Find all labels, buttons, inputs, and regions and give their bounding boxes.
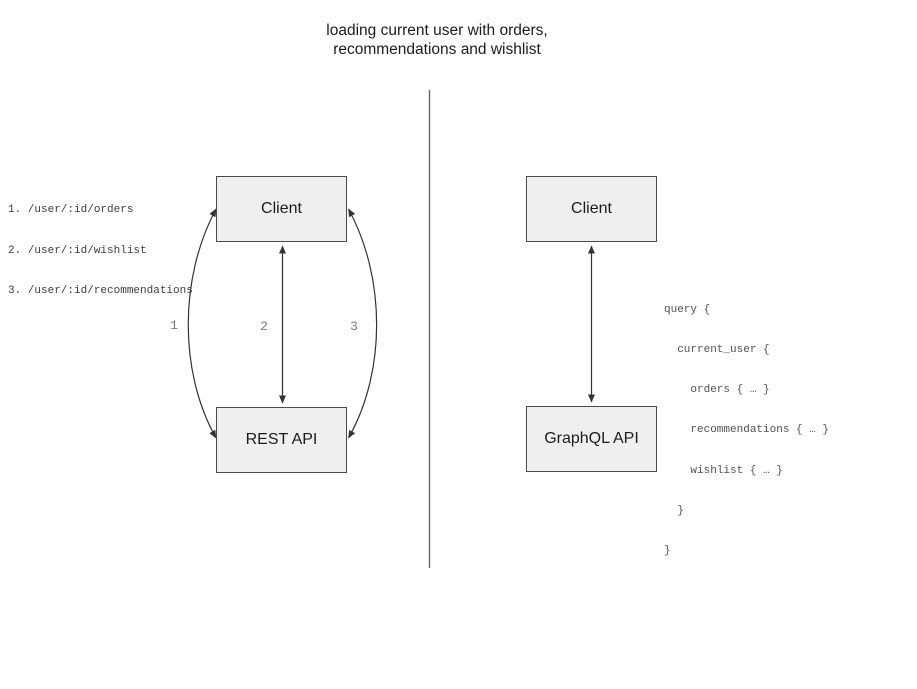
rest-arrow-3-number: 3 xyxy=(350,319,358,334)
graphql-api-label: GraphQL API xyxy=(544,430,639,447)
rest-endpoints-list: 1. /user/:id/orders 2. /user/:id/wishlis… xyxy=(8,177,193,326)
rest-client-label: Client xyxy=(261,200,302,217)
query-line: wishlist { … } xyxy=(664,464,783,477)
graphql-client-label: Client xyxy=(571,200,612,217)
rest-arrow-1-number: 1 xyxy=(170,318,178,333)
query-line: recommendations { … } xyxy=(664,424,830,437)
endpoint-item: 1. /user/:id/orders xyxy=(8,204,134,216)
graphql-query-code: query { current_user { orders { … } reco… xyxy=(664,277,829,585)
diagram-title: loading current user with orders, recomm… xyxy=(37,21,837,59)
query-line: } xyxy=(664,504,684,517)
rest-client-box: Client xyxy=(216,176,347,242)
query-line: current_user { xyxy=(664,344,770,357)
query-line: query { xyxy=(664,303,711,316)
title-line-1: loading current user with orders, xyxy=(326,22,548,39)
query-line: } xyxy=(664,545,671,558)
endpoint-item: 2. /user/:id/wishlist xyxy=(8,244,147,257)
rest-api-label: REST API xyxy=(245,431,318,448)
rest-api-box: REST API xyxy=(216,407,347,473)
graphql-api-box: GraphQL API xyxy=(526,406,657,472)
title-line-2: recommendations and wishlist xyxy=(333,41,541,58)
rest-arrow-2-number: 2 xyxy=(260,319,268,334)
query-line: orders { … } xyxy=(664,384,770,397)
graphql-client-box: Client xyxy=(526,176,657,242)
endpoint-item: 3. /user/:id/recommendations xyxy=(8,285,193,297)
